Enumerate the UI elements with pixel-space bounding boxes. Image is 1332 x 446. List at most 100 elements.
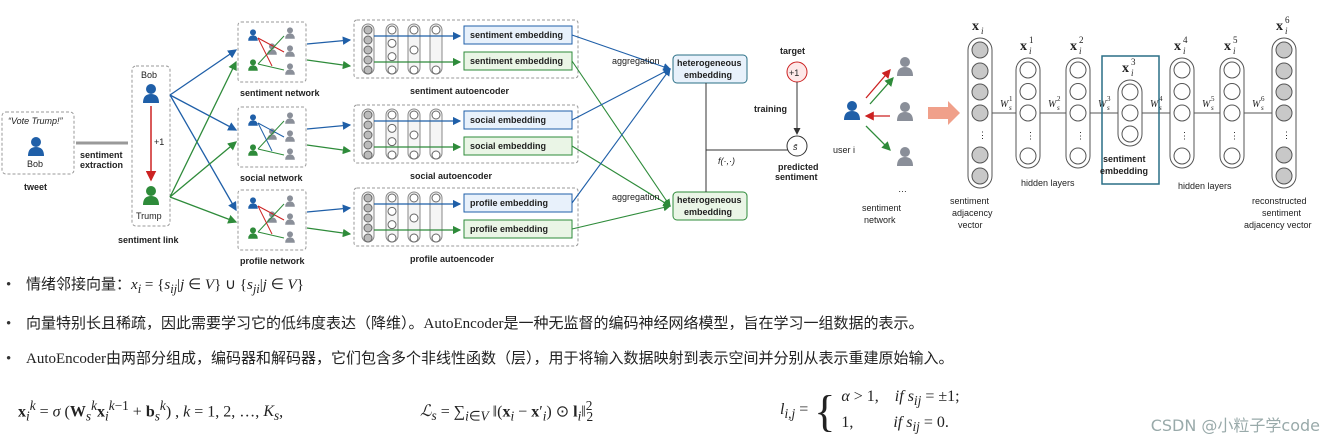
- neuron-node: [409, 193, 419, 203]
- tweet-text: “Vote Trump!”: [8, 116, 64, 126]
- neuron-node: [387, 137, 397, 147]
- arrow: [571, 145, 671, 207]
- predicted-label-line2: sentiment: [775, 172, 818, 182]
- neuron-node: [363, 55, 373, 65]
- neuron-node: [431, 233, 441, 243]
- neuron-node: [1223, 83, 1241, 100]
- neuron-node: [1275, 41, 1293, 59]
- input-caption-line1: sentiment: [950, 196, 990, 206]
- arrow: [306, 227, 352, 238]
- network-edge: [257, 203, 285, 233]
- neuron-node: [409, 233, 419, 243]
- neuron-node: [387, 123, 397, 133]
- network-edge: [257, 122, 273, 152]
- neuron-node: [1019, 61, 1037, 79]
- column-header-sub: i: [1029, 46, 1032, 56]
- weight-sup: 2: [1057, 95, 1061, 103]
- column-header-sup: 1: [1029, 35, 1034, 45]
- weight-label: W: [1150, 99, 1160, 110]
- bullet-3-text: AutoEncoder由两部分组成，编码器和解码器，它们包含多个非线性函数（层）…: [26, 351, 954, 367]
- arrow: [306, 36, 352, 45]
- arrow: [306, 121, 352, 130]
- neuron-node: [1019, 147, 1037, 165]
- vertical-ellipsis: ⋮: [978, 130, 987, 140]
- network-edge: [257, 63, 285, 71]
- weight-sup: 6: [1261, 95, 1265, 103]
- formula-encoder: xik = σ (Wskxik−1 + bsk) , k = 1, 2, …, …: [18, 398, 284, 424]
- network-edge: [257, 205, 285, 221]
- heterogeneous-bottom-line1: heterogeneous: [677, 195, 742, 205]
- weight-sub: s: [1009, 104, 1012, 112]
- neuron-node: [971, 167, 989, 185]
- neuron-node: [363, 150, 373, 160]
- neuron-node: [409, 110, 419, 120]
- weight-label: W: [1252, 99, 1262, 110]
- embedding-label: profile embedding: [470, 224, 548, 234]
- neuron-node: [431, 25, 441, 35]
- neuron-node: [409, 150, 419, 160]
- network-edge: [257, 35, 285, 65]
- weight-label: W: [1000, 99, 1010, 110]
- neuron-node: [971, 41, 989, 59]
- neuron-node: [1069, 104, 1087, 122]
- column-header-sup: 6: [1285, 15, 1290, 25]
- neighbor-icon: [897, 57, 913, 76]
- weight-sub: s: [1107, 104, 1110, 112]
- neuron-node: [363, 45, 373, 55]
- link-caption: sentiment link: [118, 235, 180, 245]
- neuron-node: [1121, 125, 1139, 143]
- network-caption-line2: network: [864, 215, 896, 225]
- neuron-node: [1173, 61, 1191, 79]
- neuron-node: [1121, 104, 1139, 122]
- neuron-node: [1223, 61, 1241, 79]
- bullet-1-formula: xi = {sij|j ∈ V} ∪ {sji|j ∈ V}: [131, 277, 304, 296]
- neighbor-icon: [897, 147, 913, 166]
- autoencoder-name: social autoencoder: [410, 171, 493, 181]
- arrow: [571, 34, 672, 71]
- bullet-1-text: 情绪邻接向量：: [26, 277, 132, 293]
- output-caption-line3: adjacency vector: [1244, 220, 1312, 230]
- formula-loss: ℒs = ∑i∈V ‖(xi − x′i) ⊙ li‖22: [420, 398, 594, 424]
- arrow: [306, 59, 352, 70]
- embedding-label: sentiment embedding: [470, 56, 563, 66]
- function-label: f(·,·): [718, 156, 735, 166]
- network-edge: [257, 205, 273, 235]
- link-value: +1: [154, 137, 164, 147]
- neuron-node: [387, 233, 397, 243]
- predicted-node: [786, 135, 808, 157]
- network-name: social network: [240, 173, 304, 183]
- embedding-highlight-box: [1101, 55, 1160, 185]
- arrow: [571, 60, 671, 207]
- network-edge: [257, 148, 285, 156]
- neuron-node: [1223, 104, 1241, 122]
- network-edge: [257, 37, 273, 67]
- neuron-node: [431, 193, 441, 203]
- neuron-node: [1069, 83, 1087, 100]
- neuron-node: [363, 130, 373, 140]
- column-header-sub: i: [981, 26, 984, 36]
- embedding-caption-line2: embedding: [1100, 166, 1148, 176]
- neuron-node: [387, 220, 397, 230]
- autoencoder-name: profile autoencoder: [410, 254, 495, 264]
- neuron-node: [971, 83, 989, 101]
- neuron-node: [409, 45, 419, 55]
- neuron-node: [1275, 167, 1293, 185]
- weight-sup: 4: [1159, 95, 1163, 103]
- weight-sub: s: [1159, 104, 1162, 112]
- column-header-sub: i: [1079, 46, 1082, 56]
- neuron-node: [1069, 147, 1087, 165]
- embedding-label: social embedding: [470, 141, 546, 151]
- user-icon: [844, 101, 860, 120]
- hidden-caption-right: hidden layers: [1178, 181, 1232, 191]
- neuron-node: [387, 25, 397, 35]
- input-arrow: [928, 101, 960, 125]
- neuron-node: [409, 65, 419, 75]
- neuron-node: [363, 110, 373, 120]
- output-caption-line1: reconstructed: [1252, 196, 1307, 206]
- hidden-caption-left: hidden layers: [1021, 178, 1075, 188]
- bullet-dot: •: [6, 351, 12, 367]
- neuron-node: [409, 213, 419, 223]
- column-header: x: [1276, 19, 1283, 34]
